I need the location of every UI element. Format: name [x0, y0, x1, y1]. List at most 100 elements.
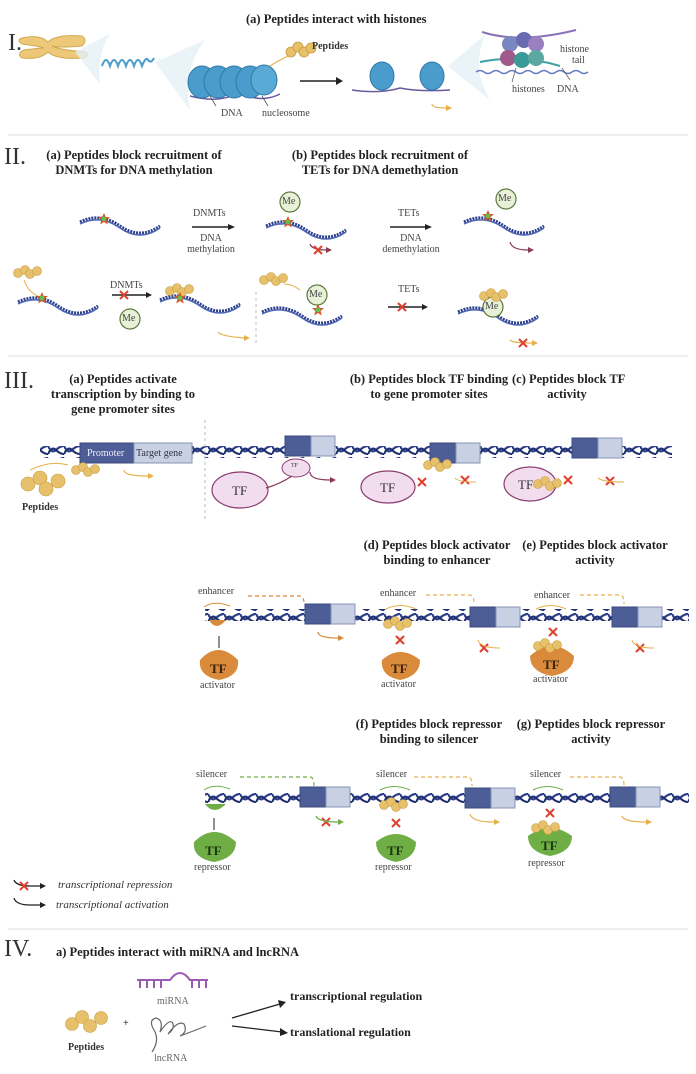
- tf-label: TF: [387, 843, 404, 858]
- spread-nucleosomes-icon: [351, 61, 452, 111]
- separator: [8, 134, 688, 136]
- panel-2a-title-line1: (a) Peptides block recruitment of: [46, 148, 222, 162]
- section-2-graphics: [13, 188, 546, 348]
- title-line: transcription by binding to: [50, 387, 196, 401]
- histone-octamer-icon: [475, 29, 589, 83]
- section-2-numeral: II.: [4, 144, 26, 170]
- dna-methylation-line2: methylation: [187, 244, 235, 255]
- peptides-icon: [285, 41, 317, 58]
- silencer-brace: [532, 786, 564, 791]
- panel-2b-title: (b) Peptides block recruitment of TETs f…: [290, 148, 470, 178]
- section-3-numeral: III.: [4, 368, 34, 394]
- zoom-cone: [75, 34, 110, 84]
- dna-label: DNA: [221, 108, 243, 119]
- activator-label: activator: [533, 674, 568, 685]
- histone-tail-label: histone tail: [560, 44, 589, 66]
- tf-repressor-shape: [193, 832, 236, 862]
- enhancer-brace: [385, 605, 417, 610]
- title-line: (c) Peptides block TF: [512, 372, 626, 386]
- tf-label: TF: [210, 661, 227, 676]
- title-line: activity: [547, 387, 587, 401]
- me-label: Me: [485, 301, 499, 312]
- section-4-title: a) Peptides interact with miRNA and lncR…: [56, 945, 300, 959]
- panel-3e-title: (e) Peptides block activator activity: [510, 538, 680, 568]
- activator-label: activator: [200, 680, 235, 691]
- activation-arrow: [621, 815, 647, 823]
- enhancer-brace: [203, 602, 231, 608]
- tf-label: TF: [205, 843, 222, 858]
- panel-2b-title-line1: (b) Peptides block recruitment of: [291, 148, 469, 162]
- nucleosome-label: nucleosome: [262, 108, 310, 119]
- activator-label: activator: [381, 679, 416, 690]
- nucleosome-array-icon: [187, 64, 281, 107]
- blocked-arrow: [477, 639, 501, 649]
- legend-repression-icon: [13, 879, 46, 891]
- section-1-graphics: [18, 29, 589, 111]
- outcome-translational: translational regulation: [290, 1025, 411, 1039]
- tf-activator-shape: [381, 652, 420, 680]
- panel-3d-title: (d) Peptides block activator binding to …: [352, 538, 522, 568]
- dnmts-arrow: [192, 224, 235, 230]
- title-line: binding to silencer: [379, 732, 479, 746]
- target-gene-label: Target gene: [136, 448, 183, 459]
- panel-3a-title: (a) Peptides activate transcription by b…: [40, 372, 206, 417]
- blocked-arrow: [454, 477, 477, 483]
- enhancer-label: enhancer: [534, 590, 571, 601]
- outcome-transcriptional: transcriptional regulation: [290, 989, 423, 1003]
- silencer-brace: [203, 785, 231, 791]
- section-4-numeral: IV.: [4, 936, 33, 962]
- repressor-fragment: [205, 804, 226, 810]
- me-label: Me: [309, 289, 323, 300]
- title-line: activity: [571, 732, 611, 746]
- separator: [8, 355, 688, 357]
- blocked-arrow: [631, 639, 655, 649]
- peptides-cluster: [20, 470, 66, 497]
- tf-activator-shape: [199, 650, 239, 680]
- mirna-icon: [137, 972, 208, 988]
- zoom-cone: [155, 40, 205, 110]
- tf-ellipse: [360, 470, 416, 504]
- title-line: (a) Peptides activate: [69, 372, 177, 386]
- silencer-brace: [379, 786, 411, 791]
- me-label: Me: [282, 196, 296, 207]
- tf-repressor-shape: [376, 834, 416, 862]
- zoom-cone: [448, 34, 490, 100]
- section-1-numeral: I.: [8, 30, 22, 56]
- tf-activator-shape: [530, 646, 574, 676]
- legend-activation-icon: [13, 897, 46, 908]
- panel-3c-title: (c) Peptides block TF activity: [512, 372, 626, 402]
- dnmts-label-2: DNMTs: [110, 280, 143, 291]
- tf-label: TF: [391, 661, 408, 676]
- silencer-label: silencer: [196, 769, 228, 780]
- tets-label: TETs: [398, 208, 420, 219]
- activator-fragment: [209, 620, 226, 626]
- enhancer-label: enhancer: [198, 586, 235, 597]
- tets-label-2: TETs: [398, 284, 420, 295]
- panel-3f-title: (f) Peptides block repressor binding to …: [344, 717, 514, 747]
- enhancer-loop-arrow: [426, 594, 475, 605]
- dnmts-label: DNMTs: [193, 208, 226, 219]
- chromatin-coil-icon: [101, 57, 155, 70]
- demethylated-dna: [462, 188, 546, 253]
- me-label: Me: [122, 313, 136, 324]
- histones-label: histones: [512, 84, 545, 95]
- dna-methylation-label: DNA methylation: [184, 233, 238, 255]
- repressor-label: repressor: [528, 858, 565, 869]
- activation-arrow: [123, 469, 154, 479]
- peptides-label: Peptides: [22, 502, 59, 513]
- separator: [8, 928, 688, 930]
- tf-label: TF: [541, 838, 558, 853]
- repressor-label: repressor: [375, 862, 412, 873]
- tets-arrow: [390, 224, 432, 230]
- enhancer-label: enhancer: [380, 588, 417, 599]
- blocked-dnmts-arrow: [112, 290, 152, 330]
- title-line: (g) Peptides block repressor: [516, 717, 666, 731]
- peptide-bound-dna: [13, 265, 100, 317]
- title-line: (e) Peptides block activator: [522, 538, 668, 552]
- tf-ellipse: [211, 458, 336, 509]
- promoter-target-gene: [79, 442, 193, 464]
- lncrna-label: lncRNA: [154, 1053, 188, 1064]
- activation-arrow: [317, 631, 339, 639]
- regulation-arrows: [231, 1000, 288, 1036]
